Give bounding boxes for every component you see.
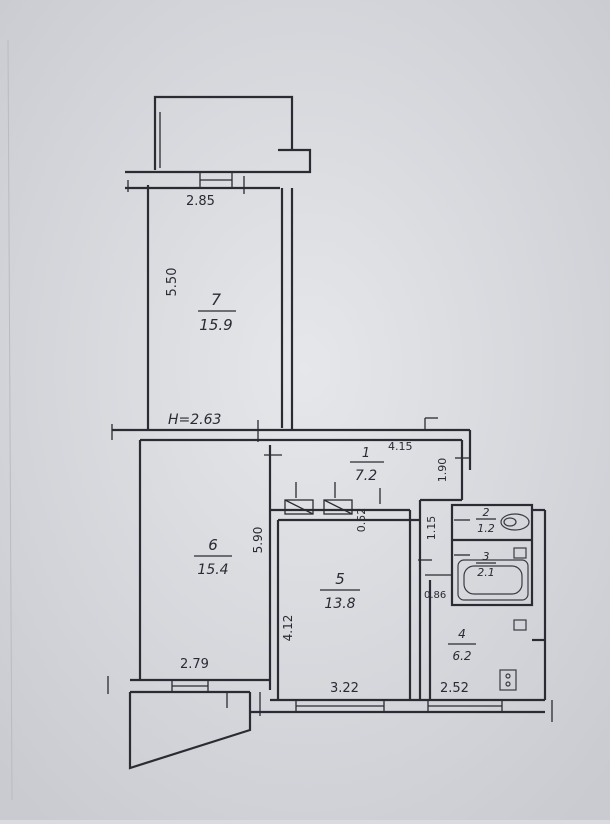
room-1-length: 4.15 — [388, 440, 413, 453]
room-5-number: 5 — [335, 570, 345, 588]
room-3-number: 3 — [483, 550, 490, 563]
room-1-number: 1 — [362, 446, 370, 461]
room-3-area: 2.1 — [477, 566, 495, 579]
fixtures — [457, 513, 530, 691]
closets — [284, 499, 353, 515]
room-6-length: 5.90 — [251, 527, 265, 554]
balcony-top — [153, 95, 294, 170]
room-6-width: 2.79 — [180, 657, 209, 672]
paper-edge — [7, 39, 13, 801]
bathroom-block — [450, 503, 534, 607]
room-1-area: 7.2 — [355, 468, 377, 484]
dim-0-86: 0.86 — [424, 590, 446, 601]
room-4-width: 2.52 — [440, 681, 469, 696]
room-2-number: 2 — [483, 506, 490, 519]
ceiling-height: H=2.63 — [168, 412, 221, 428]
dim-0-52: 0.52 — [355, 508, 368, 533]
room-7-width: 2.85 — [186, 194, 215, 209]
stove-icon — [499, 669, 517, 691]
room-2-area: 1.2 — [477, 522, 495, 535]
room-7-area: 15.9 — [199, 316, 232, 334]
room-6-area: 15.4 — [197, 562, 228, 578]
outer-walls — [107, 148, 553, 722]
room-4-area: 6.2 — [452, 649, 471, 663]
room-4-number: 4 — [458, 627, 466, 641]
kitchen-sink-icon — [513, 619, 527, 631]
door-marks — [226, 176, 470, 708]
room-7-length: 5.50 — [165, 268, 180, 297]
room-5-width: 3.22 — [330, 681, 359, 696]
bathtub-icon — [457, 559, 529, 601]
sink-icon — [513, 547, 527, 559]
room-6-number: 6 — [208, 536, 218, 554]
room-7-number: 7 — [211, 290, 222, 309]
balcony-bottom — [128, 692, 252, 770]
room-1-width: 1.90 — [436, 458, 449, 483]
room-5-length: 4.12 — [281, 615, 295, 642]
room-5-area: 13.8 — [324, 596, 355, 612]
toilet-icon — [500, 513, 530, 531]
dim-1-15: 1.15 — [425, 516, 438, 541]
labels: 2.85 5.50 7 15.9 H=2.63 4.15 1 7.2 1.90 … — [165, 194, 496, 696]
